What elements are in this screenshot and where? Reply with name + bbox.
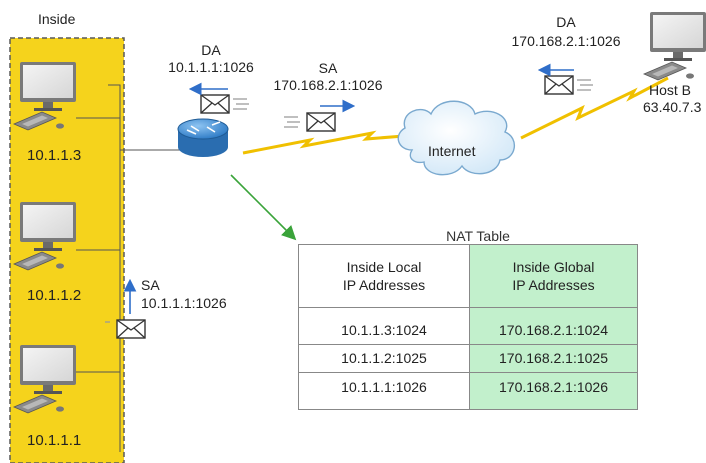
host-b-packet-address: 170.168.2.1:1026: [511, 33, 621, 49]
packet-sa-envelope-icon: [283, 99, 356, 132]
host-b-packet-tag: DA: [556, 14, 576, 30]
nat-header-inside-global: Inside Global IP Addresses: [469, 244, 638, 308]
internet-label: Internet: [428, 143, 476, 159]
wan-link-lightning: [242, 130, 405, 155]
packet-inside-envelope-icon: [105, 278, 146, 339]
packet-da-address: 10.1.1.1:1026: [168, 59, 254, 75]
nat-cell-global: 170.168.2.1:1025: [469, 344, 638, 373]
internet-cloud-icon: [397, 100, 515, 176]
nat-cell-local: 10.1.1.3:1024: [298, 306, 470, 346]
nat-cell-local: 10.1.1.2:1025: [298, 344, 470, 373]
host-b-name: Host B: [649, 82, 692, 98]
inside-packet-tag: SA: [141, 277, 160, 293]
host-ip-label: 10.1.1.2: [27, 287, 82, 304]
nat-row: 10.1.1.2:1025 170.168.2.1:1025: [298, 344, 638, 373]
inside-label: Inside: [38, 11, 76, 27]
header-line: Inside Local: [346, 259, 422, 275]
packet-host-b-envelope-icon: [537, 63, 594, 95]
host-ip-label: 10.1.1.1: [27, 432, 82, 449]
packet-sa-address: 170.168.2.1:1026: [273, 77, 383, 93]
nat-lookup-arrow: [230, 174, 297, 241]
nat-table: Inside Local IP Addresses Inside Global …: [298, 244, 638, 411]
packet-da-tag: DA: [201, 42, 221, 58]
nat-row: 10.1.1.1:1026 170.168.2.1:1026: [298, 371, 638, 411]
nat-table-title: NAT Table: [446, 228, 510, 244]
header-line: IP Addresses: [342, 277, 426, 293]
host-b-computer-icon: [643, 11, 706, 81]
nat-row: 10.1.1.3:1024 170.168.2.1:1024: [298, 306, 638, 346]
header-line: Inside Global: [512, 259, 595, 275]
host-b-link-lightning: [520, 76, 669, 140]
packet-sa-tag: SA: [318, 60, 338, 76]
nat-cell-global: 170.168.2.1:1026: [469, 371, 638, 411]
host-b-ip: 63.40.7.3: [643, 99, 702, 115]
header-line: IP Addresses: [512, 277, 595, 293]
nat-cell-global: 170.168.2.1:1024: [469, 306, 638, 346]
router-icon: [177, 118, 229, 157]
packet-da-envelope-icon: [188, 82, 250, 114]
nat-cell-local: 10.1.1.1:1026: [298, 371, 470, 411]
inside-packet-address: 10.1.1.1:1026: [141, 295, 227, 311]
nat-header-inside-local: Inside Local IP Addresses: [298, 244, 470, 308]
host-ip-label: 10.1.1.3: [27, 147, 82, 164]
